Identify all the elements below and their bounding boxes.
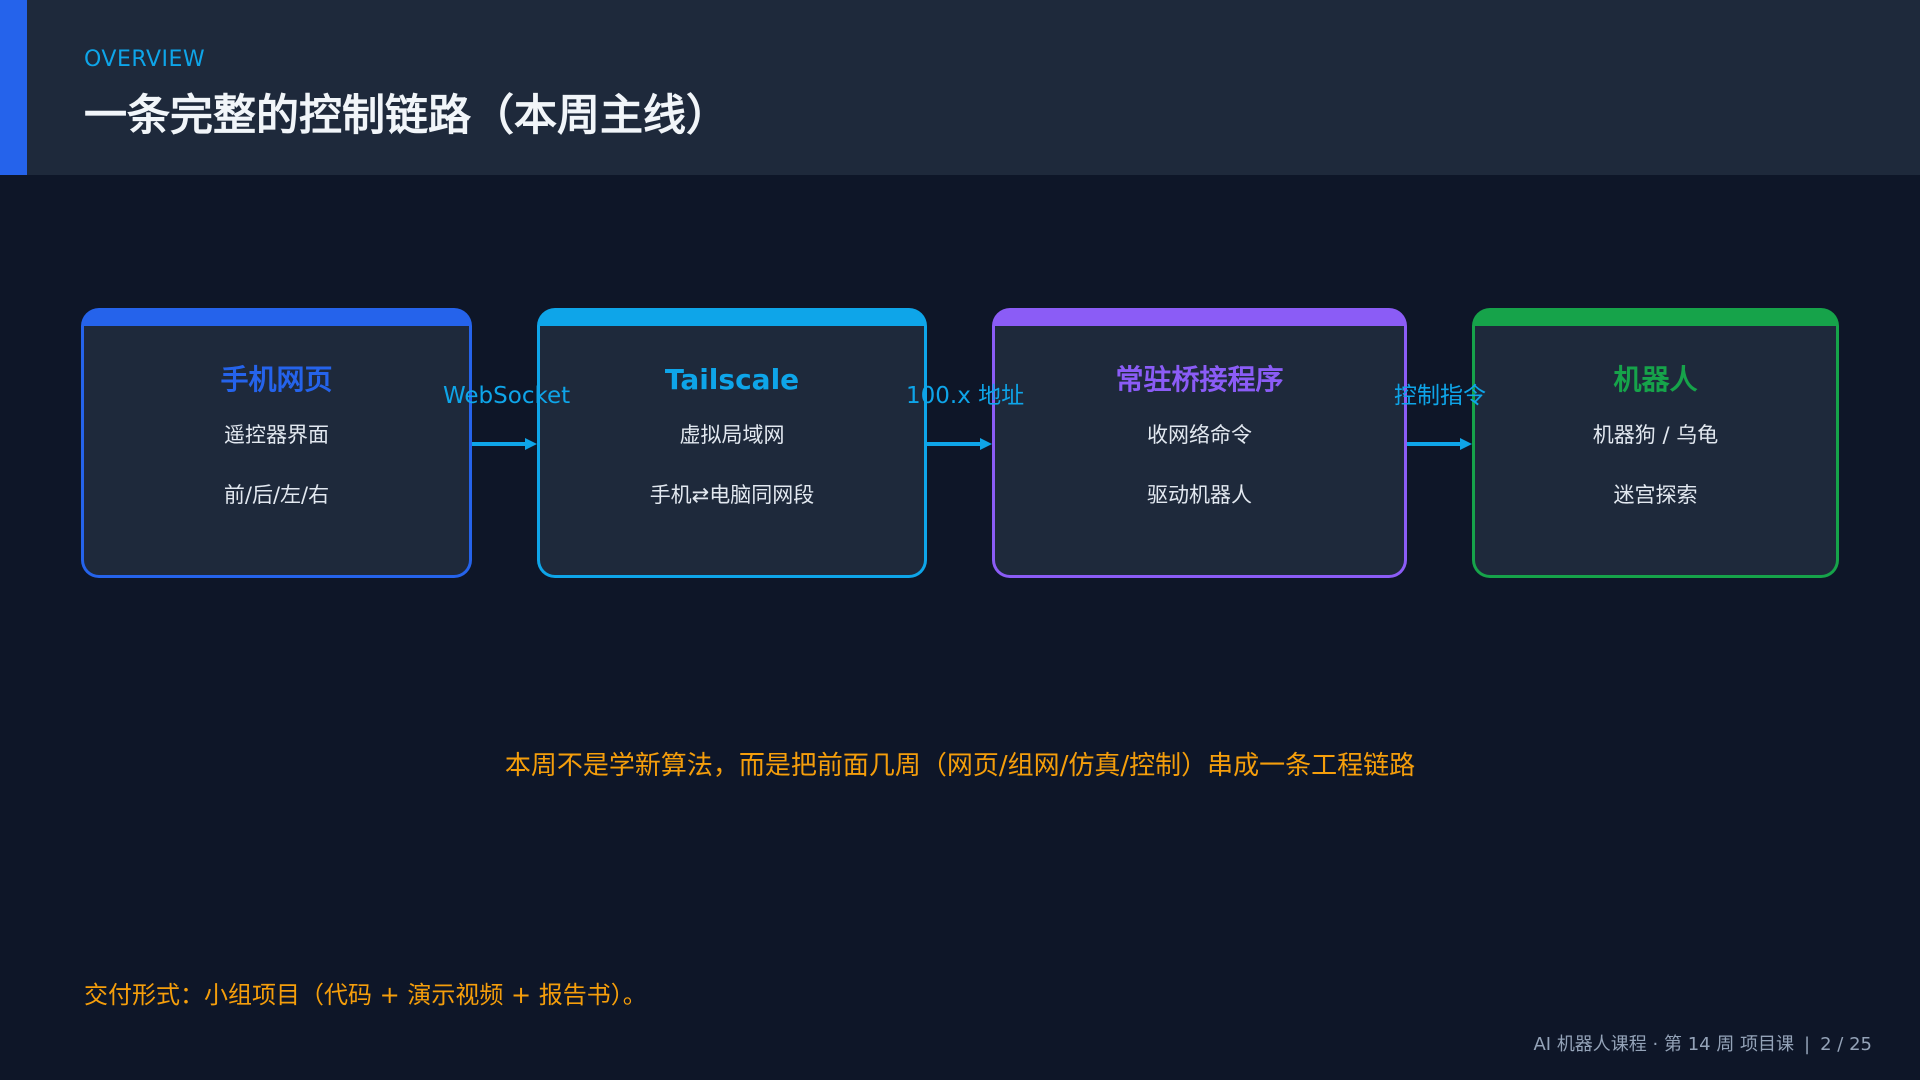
connector-arrow-3 (1407, 438, 1472, 450)
flow-card-bridge-program: 常驻桥接程序 收网络命令 驱动机器人 (992, 308, 1407, 578)
accent-bar (0, 0, 27, 175)
card-line: 迷宫探索 (1613, 483, 1698, 507)
page-number: 2 / 25 (1820, 1034, 1872, 1055)
section-eyebrow: OVERVIEW (84, 47, 206, 72)
card-title: 机器人 (1613, 363, 1698, 396)
slide-header: OVERVIEW 一条完整的控制链路（本周主线） (0, 0, 1920, 175)
connector-label-websocket: WebSocket (443, 383, 571, 409)
key-note: 本周不是学新算法，而是把前面几周（网页/组网/仿真/控制）串成一条工程链路 (504, 751, 1416, 781)
flow-card-robot: 机器人 机器狗 / 乌龟 迷宫探索 (1472, 308, 1839, 578)
page-title: 一条完整的控制链路（本周主线） (84, 91, 729, 141)
card-line: 机器狗 / 乌龟 (1592, 423, 1719, 447)
slide-footer: AI 机器人课程 · 第 14 周 项目课 | 2 / 25 (1533, 1033, 1872, 1057)
footer-separator: | (1804, 1034, 1811, 1055)
card-line: 虚拟局域网 (679, 423, 785, 447)
card-line: 遥控器界面 (224, 423, 329, 447)
connector-label-control: 控制指令 (1394, 383, 1486, 409)
course-label: AI 机器人课程 · 第 14 周 项目课 (1533, 1034, 1795, 1055)
card-line: 驱动机器人 (1147, 483, 1252, 507)
delivery-format: 交付形式：小组项目（代码 + 演示视频 + 报告书）。 (84, 981, 647, 1009)
flow-card-phone-web: 手机网页 遥控器界面 前/后/左/右 (81, 308, 472, 578)
card-title: Tailscale (664, 363, 800, 396)
card-title: 常驻桥接程序 (1115, 363, 1284, 396)
connector-arrow-2 (927, 438, 992, 450)
card-line: 收网络命令 (1147, 423, 1252, 447)
card-title: 手机网页 (220, 363, 333, 396)
connector-label-address: 100.x 地址 (906, 383, 1025, 409)
connector-arrow-1 (472, 438, 537, 450)
flow-card-tailscale: Tailscale 虚拟局域网 手机⇄电脑同网段 (537, 308, 927, 578)
card-line: 手机⇄电脑同网段 (649, 483, 815, 507)
card-line: 前/后/左/右 (223, 483, 330, 507)
